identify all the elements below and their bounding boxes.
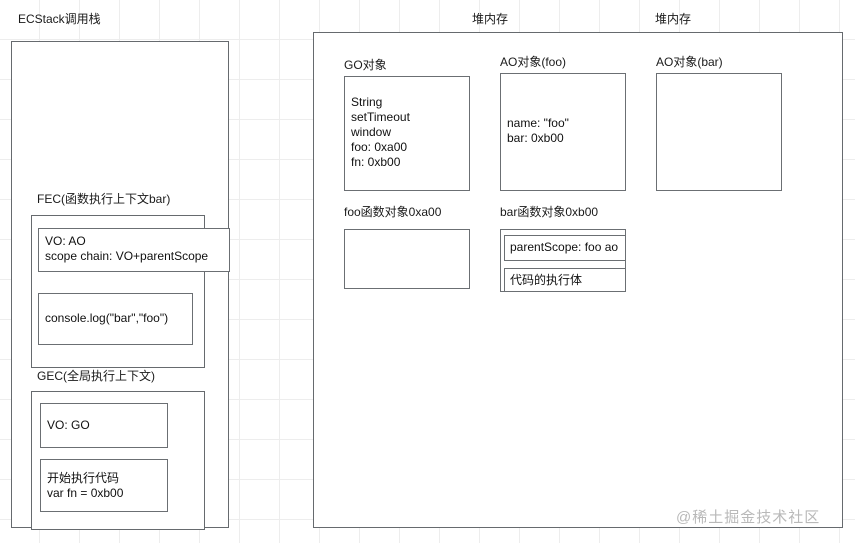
fec-vo-scope-text: VO: AO scope chain: VO+parentScope — [45, 234, 209, 263]
ecstack-panel: FEC(函数执行上下文bar) VO: AO scope chain: VO+p… — [11, 41, 230, 530]
gec-vo-text: VO: GO — [47, 418, 90, 432]
ao-bar-box — [656, 73, 782, 191]
foo-function-object-label: foo函数对象0xa00 — [344, 205, 442, 219]
gec-vo-box: VO: GO — [40, 403, 168, 448]
gec-code-text: 开始执行代码 var fn = 0xb00 — [47, 471, 124, 500]
go-object-text: String setTimeout window foo: 0xa00 fn: … — [351, 95, 410, 169]
fec-code-box: console.log("bar","foo") — [38, 293, 193, 345]
heap-panel: GO对象 String setTimeout window foo: 0xa00… — [313, 32, 843, 528]
fec-label: FEC(函数执行上下文bar) — [37, 192, 171, 206]
heap-memory-title-label-1: 堆内存 — [472, 12, 509, 26]
bar-parent-scope-box: parentScope: foo ao — [504, 235, 626, 261]
fec-vo-scope-box: VO: AO scope chain: VO+parentScope — [38, 228, 230, 272]
ao-foo-label: AO对象(foo) — [500, 55, 567, 69]
go-object-label: GO对象 — [344, 58, 387, 72]
go-object-box: String setTimeout window foo: 0xa00 fn: … — [344, 76, 470, 191]
bar-code-body-text: 代码的执行体 — [510, 273, 583, 287]
gec-label: GEC(全局执行上下文) — [37, 369, 155, 383]
ao-bar-label: AO对象(bar) — [656, 55, 723, 69]
bar-function-object-label: bar函数对象0xb00 — [500, 205, 599, 219]
ao-foo-text: name: "foo" bar: 0xb00 — [507, 116, 569, 145]
ecstack-title-label: ECStack调用栈 — [18, 12, 101, 26]
bar-code-body-box: 代码的执行体 — [504, 268, 626, 292]
watermark-label: @稀土掘金技术社区 — [676, 509, 821, 526]
gec-code-box: 开始执行代码 var fn = 0xb00 — [40, 459, 168, 512]
bar-parent-scope-text: parentScope: foo ao — [510, 240, 619, 254]
heap-memory-title-label-2: 堆内存 — [655, 12, 692, 26]
fec-code-text: console.log("bar","foo") — [45, 311, 169, 325]
foo-function-object-box — [344, 229, 470, 289]
ao-foo-box: name: "foo" bar: 0xb00 — [500, 73, 626, 191]
